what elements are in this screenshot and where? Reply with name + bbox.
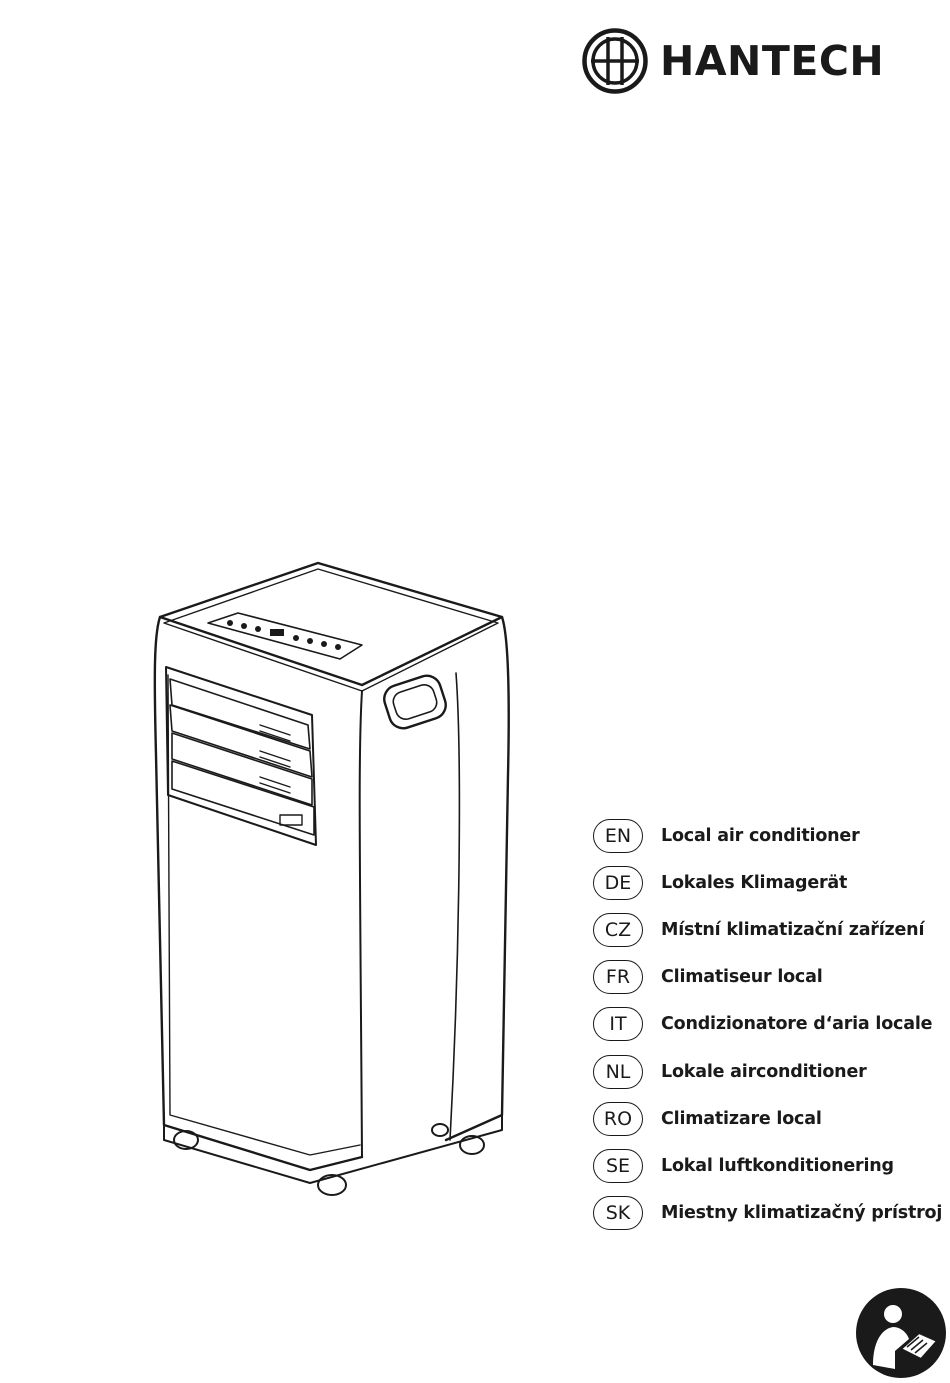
language-code-badge: EN (593, 819, 643, 853)
circle-grid-logo-icon (582, 28, 648, 94)
list-item: NL Lokale airconditioner (593, 1048, 943, 1095)
language-title: Miestny klimatizačný prístroj (661, 1203, 942, 1223)
list-item: SE Lokal luftkonditionering (593, 1142, 943, 1189)
language-title: Lokale airconditioner (661, 1062, 867, 1082)
brand-name: HANTECH (660, 41, 884, 82)
language-code-badge: SK (593, 1196, 643, 1230)
language-code-badge: FR (593, 960, 643, 994)
language-code-badge: DE (593, 866, 643, 900)
language-code-badge: CZ (593, 913, 643, 947)
brand-logo: HANTECH (582, 26, 884, 96)
language-code-badge: NL (593, 1055, 643, 1089)
language-title: Local air conditioner (661, 826, 860, 846)
list-item: IT Condizionatore d‘aria locale (593, 1001, 943, 1048)
language-title: Místní klimatizační zařízení (661, 920, 924, 940)
language-code-badge: IT (593, 1007, 643, 1041)
language-code-badge: SE (593, 1149, 643, 1183)
language-title: Lokales Klimagerät (661, 873, 847, 893)
list-item: EN Local air conditioner (593, 812, 943, 859)
list-item: SK Miestny klimatizačný prístroj (593, 1190, 943, 1237)
language-list: EN Local air conditioner DE Lokales Klim… (593, 812, 943, 1237)
read-manual-icon (855, 1287, 947, 1379)
language-title: Climatiseur local (661, 967, 823, 987)
portable-air-conditioner-illustration (150, 555, 515, 1205)
list-item: RO Climatizare local (593, 1095, 943, 1142)
language-code-badge: RO (593, 1102, 643, 1136)
list-item: DE Lokales Klimagerät (593, 859, 943, 906)
language-title: Lokal luftkonditionering (661, 1156, 894, 1176)
list-item: CZ Místní klimatizační zařízení (593, 906, 943, 953)
language-title: Climatizare local (661, 1109, 822, 1129)
list-item: FR Climatiseur local (593, 954, 943, 1001)
language-title: Condizionatore d‘aria locale (661, 1014, 932, 1034)
